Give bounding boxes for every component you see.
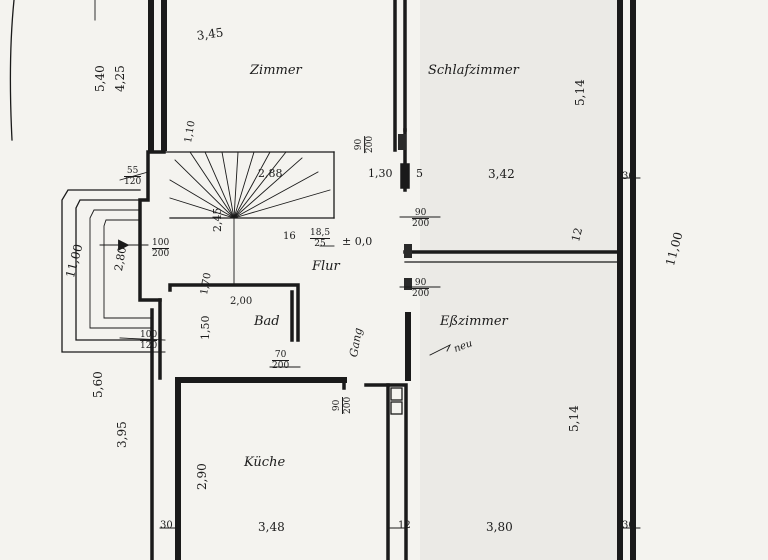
jamb-4	[404, 278, 412, 290]
dim-2-45: 2,45	[211, 207, 224, 233]
opening-height: 25	[314, 239, 326, 249]
dim-pm0: ± 0,0	[342, 235, 373, 248]
opening-width: 100	[152, 238, 170, 249]
dim-12-bottom: 12	[398, 520, 411, 531]
dim-30-top-right: 30	[622, 171, 635, 182]
dim-2-00: 2,00	[230, 296, 253, 307]
opening-height: 200	[152, 249, 170, 259]
dim-3-95: 3,95	[115, 421, 129, 448]
opening-height: 200	[412, 289, 430, 299]
bay-left	[61, 189, 153, 353]
opening-height: 200	[343, 396, 353, 414]
dim-3-80: 3,80	[486, 520, 513, 534]
opening-90-200-a: 90 200	[354, 135, 376, 154]
dim-16: 16	[283, 231, 296, 242]
dim-30-bottom-right: 30	[622, 520, 635, 531]
dim-5-60: 5,60	[91, 371, 105, 398]
opening-width: 90	[412, 278, 430, 289]
dim-30-bottom-left: 30	[160, 520, 173, 531]
jamb-2	[400, 163, 410, 189]
opening-height: 200	[272, 361, 290, 371]
label-essen-zimmer: Eßzimmer	[440, 314, 508, 329]
jamb-3	[404, 244, 412, 258]
opening-70-200: 70 200	[272, 350, 290, 371]
dim-5-14-bottom: 5,14	[567, 405, 581, 432]
dim-3-42: 3,42	[488, 167, 515, 181]
opening-stair-rise: 18,5 25	[310, 228, 331, 249]
opening-55-120: 55 120	[124, 166, 142, 187]
opening-width: 18,5	[310, 228, 331, 239]
dim-2-88: 2,88	[258, 167, 283, 180]
opening-90-200-d: 90 200	[332, 396, 353, 414]
dim-4-25: 4,25	[113, 65, 127, 92]
opening-width: 90	[354, 135, 366, 154]
margin-mark	[9, 0, 15, 141]
dim-1-30: 1,30	[368, 167, 393, 180]
opening-height: 200	[365, 135, 376, 154]
opening-width: 55	[124, 166, 142, 177]
chimney-box-2	[390, 401, 403, 415]
opening-90-200-b: 90 200	[412, 208, 430, 229]
opening-100-120: 100 120	[140, 330, 158, 351]
opening-height: 120	[124, 177, 142, 187]
label-flur: Flur	[312, 259, 340, 274]
chimney-top	[398, 134, 406, 150]
opening-100-200: 100 200	[152, 238, 170, 259]
label-zimmer: Zimmer	[250, 63, 302, 78]
bath-top-wall	[168, 283, 300, 342]
dim-12-mid: 12	[569, 226, 586, 244]
dim-5-40: 5,40	[93, 65, 107, 92]
dim-3-48: 3,48	[258, 520, 285, 534]
dim-2-90: 2,90	[195, 463, 209, 490]
chimney-box-1	[390, 387, 403, 401]
label-bad: Bad	[254, 314, 280, 329]
opening-width: 90	[412, 208, 430, 219]
dim-5: 5	[416, 167, 423, 180]
stair-treads	[169, 151, 331, 219]
label-kuche: Küche	[244, 455, 286, 470]
label-schlafzimmer: Schlafzimmer	[428, 63, 519, 78]
opening-height: 200	[412, 219, 430, 229]
dim-1-50: 1,50	[199, 315, 212, 341]
dim-5-14-top: 5,14	[573, 79, 587, 106]
opening-width: 100	[140, 330, 158, 341]
arrow-neu	[429, 343, 452, 356]
stair-enclosure	[138, 146, 166, 302]
dim-3-45: 3,45	[195, 25, 225, 43]
opening-width: 90	[332, 396, 343, 414]
opening-90-200-c: 90 200	[412, 278, 430, 299]
opening-height: 120	[140, 341, 158, 351]
arrow-icon: ▶	[118, 235, 130, 253]
wall-middle-kitchen	[364, 383, 408, 560]
opening-width: 70	[272, 350, 290, 361]
